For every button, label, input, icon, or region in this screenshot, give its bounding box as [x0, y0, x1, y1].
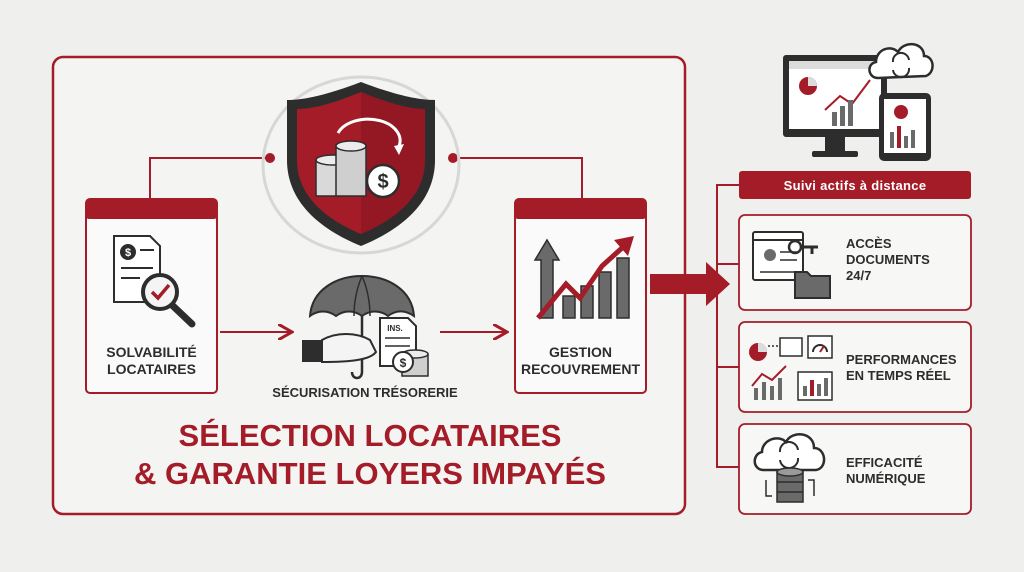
- remote-label-performances-line-2: en temps réel: [846, 368, 951, 383]
- remote-label-efficacite: Efficacité numérique: [846, 455, 966, 487]
- headline-line-1: Sélection locataires: [178, 418, 562, 453]
- headline-line-2: & garantie loyers impayés: [134, 456, 606, 491]
- remote-label-efficacite-line-1: Efficacité: [846, 455, 923, 470]
- profile-key-folder-icon: [752, 231, 831, 299]
- svg-text:$: $: [125, 247, 131, 259]
- remote-label-performances: Performances en temps réel: [846, 352, 966, 384]
- step-label-gestion: Gestion recouvrement: [515, 344, 646, 378]
- remote-label-performances-line-1: Performances: [846, 352, 957, 367]
- remote-label-documents-line-1: Accès: [846, 236, 892, 251]
- analytics-dashboard-icon: [749, 335, 833, 401]
- svg-text:$: $: [400, 356, 407, 370]
- coin-stack-icon: [315, 117, 404, 197]
- computer-monitor-icon: [783, 55, 887, 157]
- remote-label-documents: Accès documents 24/7: [846, 236, 966, 284]
- step-label-solvabilite: Solvabilité locataires: [86, 344, 217, 378]
- step-label-securisation-line-1: Sécurisation trésorerie: [272, 385, 458, 400]
- tablet-icon: [879, 93, 931, 161]
- dollar-coin-icon: $: [365, 163, 401, 199]
- growth-chart-icon: [533, 236, 634, 320]
- remote-label-efficacite-line-2: numérique: [846, 471, 926, 486]
- insurance-text: INS.: [387, 324, 403, 333]
- step-label-gestion-line-1: Gestion: [548, 344, 612, 360]
- headline: Sélection locataires & garantie loyers i…: [60, 417, 680, 493]
- step-label-securisation: Sécurisation trésorerie: [245, 384, 485, 401]
- remote-label-documents-line-3: 24/7: [846, 268, 872, 283]
- step-label-solvabilite-line-2: locataires: [107, 361, 196, 377]
- dollar-symbol: $: [377, 171, 388, 193]
- step-label-solvabilite-line-1: Solvabilité: [106, 344, 197, 360]
- remote-label-documents-line-2: documents: [846, 252, 930, 267]
- umbrella-hand-icon: [302, 274, 416, 380]
- cloud-database-icon: [753, 433, 826, 503]
- insurance-document-icon: INS. $: [379, 317, 429, 377]
- remote-banner: Suivi actifs à distance: [739, 171, 971, 199]
- document-magnifier-icon: $: [113, 235, 196, 328]
- connector-right: [455, 157, 583, 198]
- step-label-gestion-line-2: recouvrement: [520, 361, 640, 377]
- cloud-sync-icon: [868, 43, 934, 80]
- connector-left: [149, 157, 268, 198]
- remote-connector: [716, 184, 739, 468]
